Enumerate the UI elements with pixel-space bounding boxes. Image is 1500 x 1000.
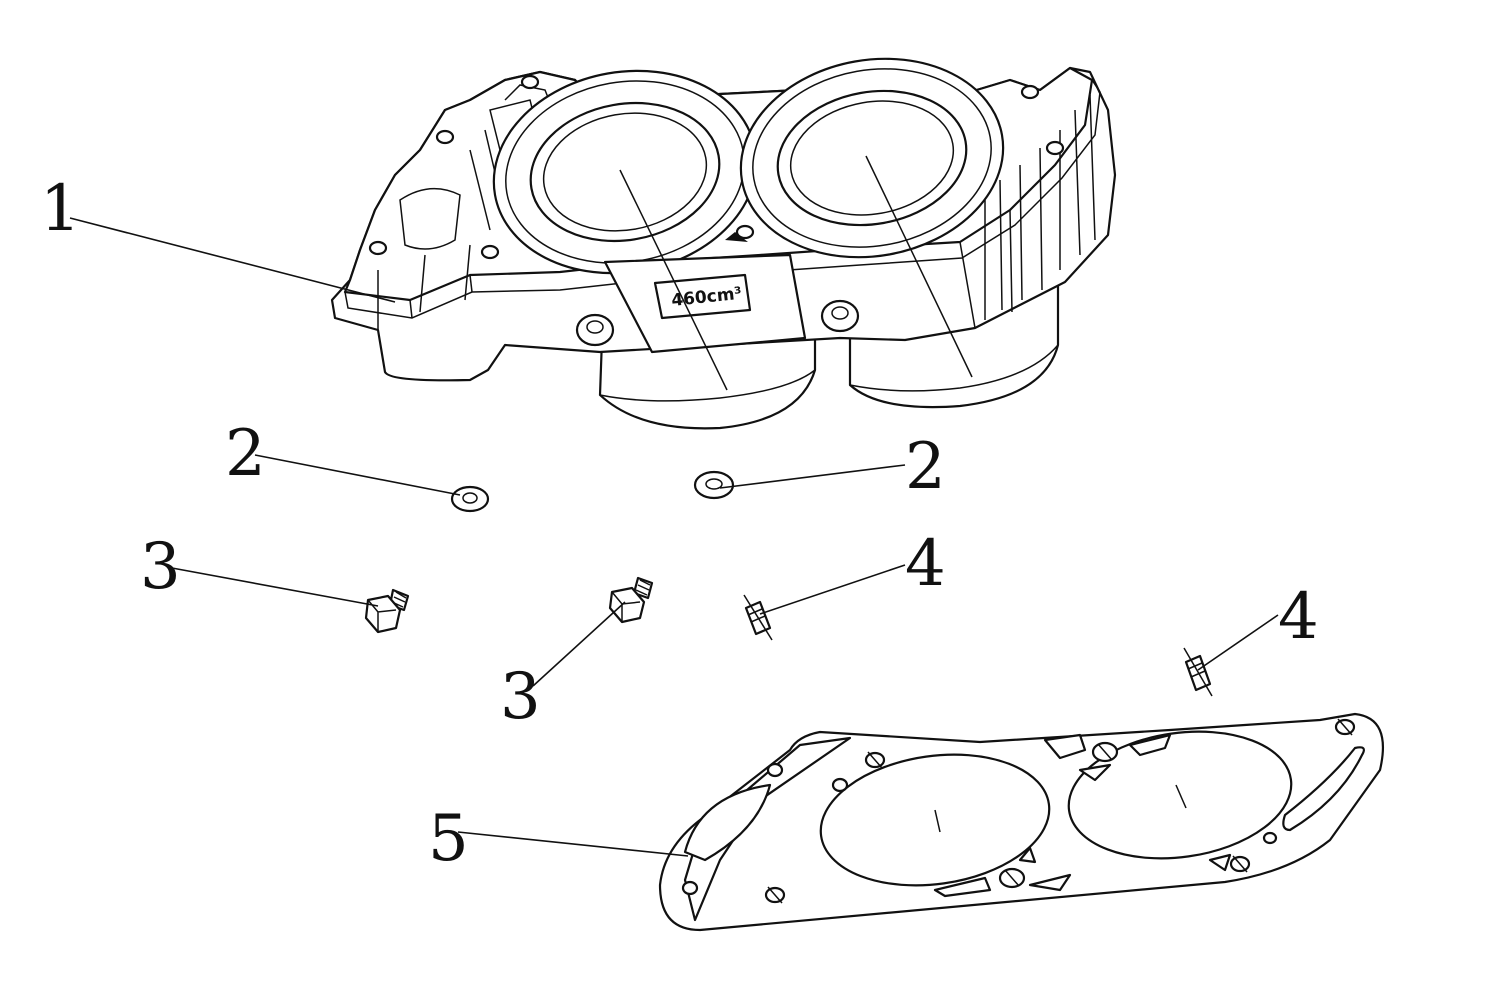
cylinder-block: 460cm³ bbox=[330, 57, 1117, 430]
callout-2-left: 2 bbox=[225, 417, 266, 491]
head-gasket bbox=[658, 712, 1385, 932]
dowel-boss-right bbox=[820, 299, 860, 333]
dowel-boss-left bbox=[575, 313, 615, 347]
callout-1: 1 bbox=[40, 172, 81, 246]
cylinder-bore-right bbox=[739, 57, 1005, 259]
callout-5: 5 bbox=[428, 802, 469, 876]
dowel-pin-left bbox=[743, 594, 773, 641]
gasket-bore-right bbox=[1067, 730, 1293, 860]
bolt-right bbox=[608, 576, 654, 624]
capacity-plate: 460cm³ bbox=[653, 273, 752, 320]
callout-3-center: 3 bbox=[500, 660, 541, 734]
washer-right bbox=[693, 470, 735, 500]
callout-3-left: 3 bbox=[140, 530, 181, 604]
leader-lines bbox=[69, 217, 1279, 857]
washer-left bbox=[450, 485, 490, 513]
callout-numbers: 1 2 2 3 3 4 4 5 bbox=[40, 172, 1319, 876]
callout-4-right: 4 bbox=[1278, 580, 1319, 654]
callout-4-center: 4 bbox=[905, 527, 946, 601]
gasket-bore-left bbox=[819, 753, 1051, 887]
bolt-left bbox=[364, 588, 410, 634]
callout-2-right: 2 bbox=[905, 430, 946, 504]
dowel-pin-right bbox=[1183, 647, 1213, 697]
